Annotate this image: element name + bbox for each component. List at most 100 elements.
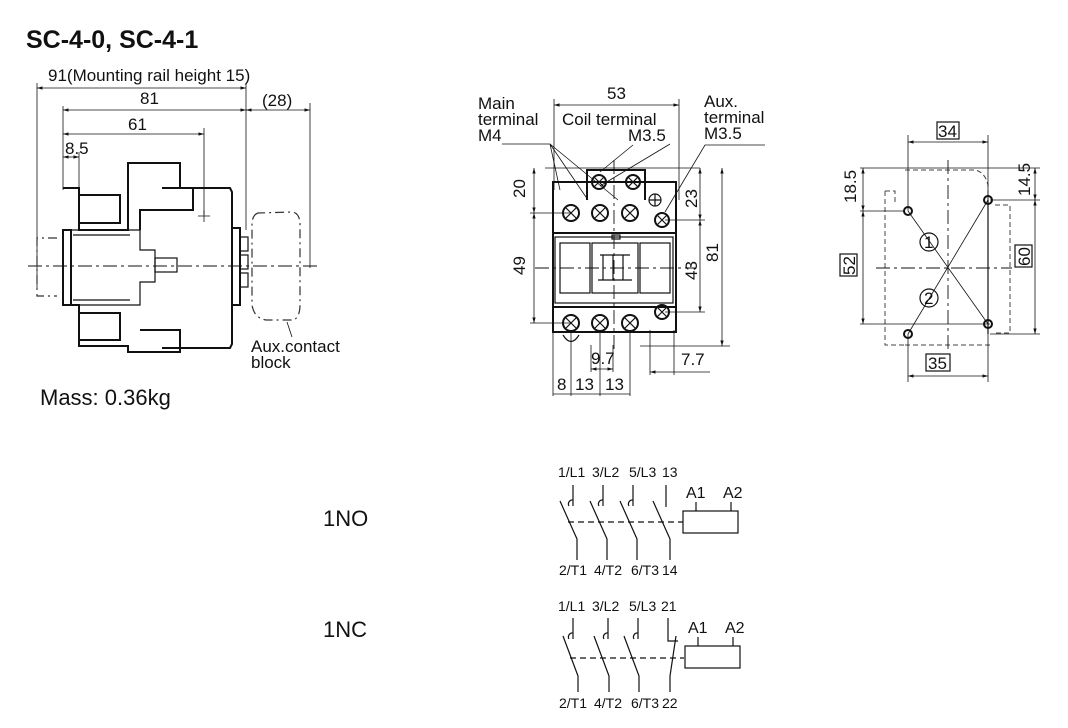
screw-icon bbox=[621, 204, 639, 222]
moving-contact bbox=[652, 500, 671, 560]
coil-terminal-block bbox=[586, 169, 646, 200]
dim-13b-text: 13 bbox=[605, 375, 624, 394]
schematic-1no: 1/L1 3/L2 5/L3 13 A1 A2 2/T1 4/T2 6/T3 1… bbox=[558, 464, 743, 578]
schematic-1nc: 1/L1 3/L2 5/L3 21 A1 A2 2/T1 4/T2 6/T3 2… bbox=[558, 598, 745, 711]
screw-icon bbox=[591, 174, 607, 190]
coil-a2-label: A2 bbox=[723, 485, 743, 502]
dim-8-text: 8 bbox=[557, 375, 566, 394]
moving-contact bbox=[559, 500, 578, 560]
hole-2-label: 2 bbox=[924, 289, 933, 308]
dim-60-text: 60 bbox=[1015, 247, 1034, 266]
terminal-label: 3/L2 bbox=[592, 598, 619, 614]
terminal-label: 6/T3 bbox=[631, 562, 659, 578]
coil-leads bbox=[695, 502, 732, 511]
terminal-label: 21 bbox=[661, 598, 677, 614]
main-terminal-label-1: Main bbox=[478, 94, 515, 113]
dim-52-box bbox=[839, 253, 858, 277]
aux-label-1: Aux.contact bbox=[251, 337, 340, 356]
plate-block bbox=[239, 272, 249, 288]
body-upper bbox=[63, 162, 194, 231]
dim-13a-text: 13 bbox=[575, 375, 594, 394]
terminal-label: 14 bbox=[662, 562, 678, 578]
coil bbox=[682, 510, 739, 534]
plate-block bbox=[239, 236, 249, 252]
body-lower-tab bbox=[80, 312, 121, 341]
terminal-label: 6/T3 bbox=[631, 695, 659, 711]
dim-offset-text: 8.5 bbox=[65, 139, 89, 158]
terminal-label: 1/L1 bbox=[558, 598, 585, 614]
dim-52-text: 52 bbox=[840, 256, 859, 275]
terminal-leaders-2 bbox=[599, 144, 765, 213]
diagonal-2 bbox=[907, 199, 989, 335]
front-plate bbox=[232, 227, 241, 306]
fixed-contact bbox=[567, 485, 574, 507]
mounting-base bbox=[62, 229, 72, 306]
nc-moving-contact bbox=[669, 635, 677, 692]
main-terminal-label-2: terminal bbox=[478, 110, 538, 129]
aux-leader bbox=[286, 321, 293, 338]
coil-terminal-label-2: M3.5 bbox=[628, 126, 666, 145]
aux-terminal-label-1: Aux. bbox=[704, 92, 738, 111]
screw-icon bbox=[625, 174, 641, 190]
hole-1-badge bbox=[919, 232, 939, 252]
dim-35-box bbox=[925, 353, 951, 372]
dim-aux-text: (28) bbox=[262, 91, 292, 110]
body-upper-tab bbox=[80, 194, 121, 224]
dim-20-text: 20 bbox=[510, 179, 529, 198]
terminal-leaders bbox=[502, 143, 671, 201]
body-front bbox=[162, 187, 233, 349]
coil-terminal-screws bbox=[591, 174, 641, 190]
dim-49-text: 49 bbox=[510, 256, 529, 275]
aux-label-2: block bbox=[251, 353, 291, 372]
aux-terminal-label-3: M3.5 bbox=[704, 124, 742, 143]
terminal-label: 5/L3 bbox=[629, 598, 656, 614]
coil-a2-label: A2 bbox=[725, 620, 745, 637]
contactor-body bbox=[552, 181, 677, 333]
dim-7-7-text: 7.7 bbox=[681, 350, 705, 369]
terminal-label: 3/L2 bbox=[592, 464, 619, 480]
terminal-label: 4/T2 bbox=[594, 695, 622, 711]
coil-leads bbox=[697, 637, 734, 646]
moving-contact bbox=[593, 635, 610, 692]
mass-label: Mass: 0.36kg bbox=[40, 385, 171, 410]
fixed-contact bbox=[627, 485, 634, 507]
body-core bbox=[71, 229, 156, 306]
plate-block bbox=[239, 254, 249, 270]
dim-43-text: 43 bbox=[682, 261, 701, 280]
fixed-contact bbox=[602, 618, 609, 640]
terminal-label: 2/T1 bbox=[559, 562, 587, 578]
fixed-contact bbox=[567, 618, 574, 640]
dim-34-box bbox=[936, 121, 960, 140]
nc-fixed-contact bbox=[667, 618, 678, 642]
dim-23-text: 23 bbox=[682, 189, 701, 208]
armature bbox=[598, 254, 632, 281]
config-label-1no: 1NO bbox=[323, 506, 369, 531]
terminal-label: 2/T1 bbox=[559, 695, 587, 711]
dim-60-box bbox=[1014, 244, 1033, 268]
moving-contact bbox=[623, 635, 640, 692]
side-view: 91(Mounting rail height 15) 81 (28) 61 8… bbox=[28, 66, 340, 372]
body-lower bbox=[63, 304, 181, 353]
coil-a1-label: A1 bbox=[688, 620, 708, 637]
dim-81-text: 81 bbox=[703, 243, 722, 262]
moving-contact bbox=[589, 500, 608, 560]
mounting-view: 1 2 34 35 18.5 52 14.5 60 bbox=[839, 121, 1040, 382]
main-terminal-label-3: M4 bbox=[478, 126, 502, 145]
terminal-label: 4/T2 bbox=[594, 562, 622, 578]
dim-34-text: 34 bbox=[938, 122, 957, 141]
hole-2-badge bbox=[919, 288, 939, 308]
mounting-outline-2 bbox=[905, 204, 1011, 346]
shaft bbox=[154, 257, 178, 273]
dim-center-text: 61 bbox=[128, 115, 147, 134]
dim-9-7-text: 9.7 bbox=[591, 349, 615, 368]
screw-icon bbox=[591, 204, 609, 222]
fixed-contact bbox=[632, 618, 639, 640]
coil bbox=[684, 645, 741, 669]
dim-18-5-text: 18.5 bbox=[841, 170, 860, 203]
fixed-contact bbox=[597, 485, 604, 507]
dim-body-text: 81 bbox=[140, 89, 159, 108]
dim-35-text: 35 bbox=[928, 354, 947, 373]
body-ribs bbox=[73, 234, 130, 301]
center-mark bbox=[198, 210, 210, 222]
